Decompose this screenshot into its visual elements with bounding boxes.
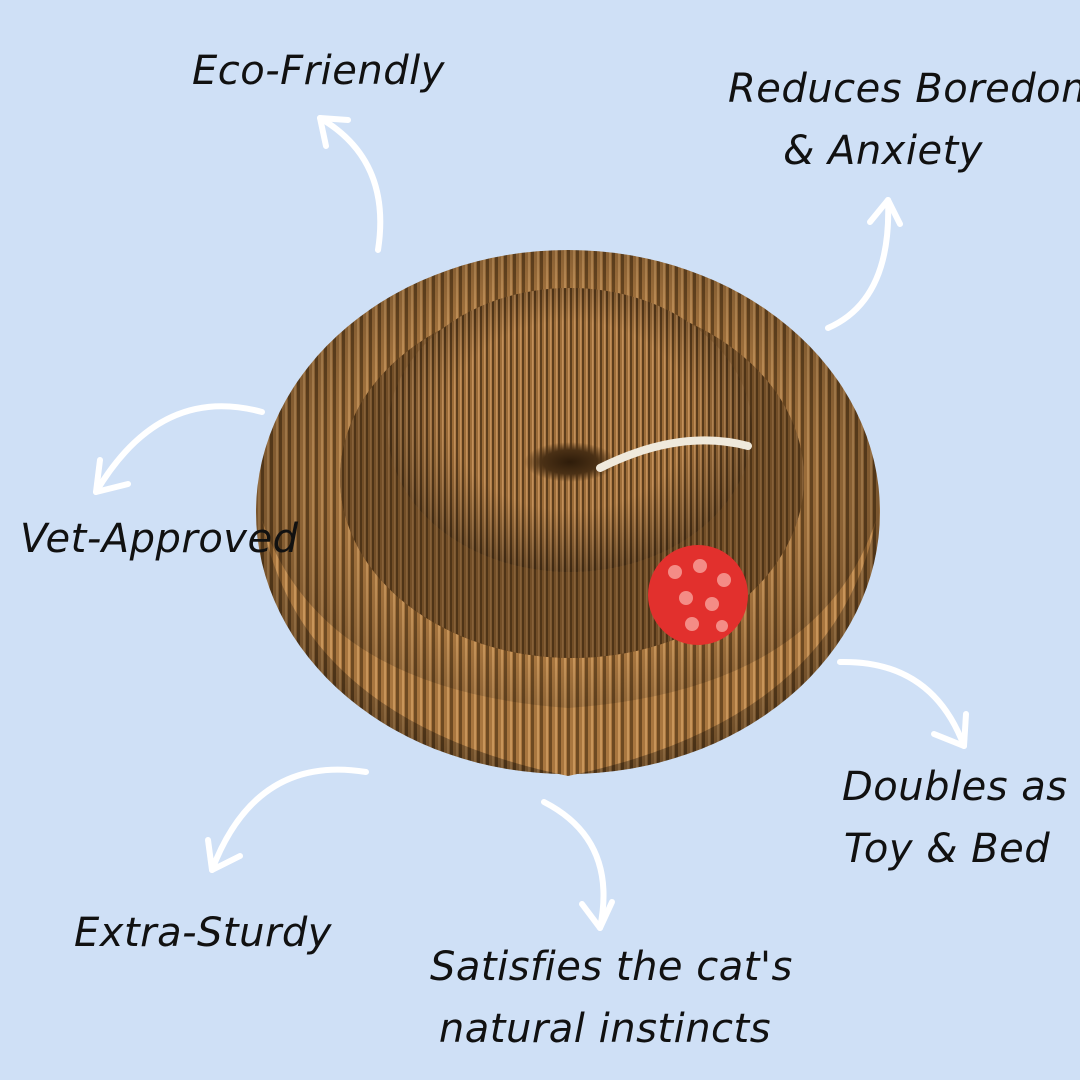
- feature-doubles-line1: Doubles as: [842, 764, 1068, 810]
- feature-eco-friendly-text: Eco-Friendly: [192, 48, 445, 94]
- feature-satisfies: Satisfies the cat's natural instincts: [430, 936, 793, 1060]
- feature-vet-approved: Vet-Approved: [20, 508, 298, 570]
- feature-reduces-boredom: Reduces Boredom & Anxiety: [728, 58, 1080, 182]
- arrow-reduces-boredom-icon: [825, 197, 903, 331]
- arrow-doubles-icon: [837, 658, 969, 749]
- feature-eco-friendly: Eco-Friendly: [192, 40, 445, 102]
- feature-vet-approved-text: Vet-Approved: [20, 516, 299, 562]
- scratcher-inner-donut: [388, 288, 752, 572]
- scratcher-front-rim: [262, 520, 876, 776]
- feature-reduces-boredom-line2: & Anxiety: [783, 128, 983, 174]
- red-ball-toy: [648, 545, 748, 645]
- feature-satisfies-line2: natural instincts: [438, 1006, 772, 1052]
- feature-doubles-line2: Toy & Bed: [843, 826, 1051, 872]
- arrow-extra-sturdy-icon: [205, 766, 369, 873]
- arrow-satisfies-icon: [541, 799, 615, 931]
- feature-reduces-boredom-line1: Reduces Boredom: [728, 66, 1080, 112]
- feature-extra-sturdy: Extra-Sturdy: [74, 902, 332, 964]
- arrow-vet-approved-icon: [93, 403, 265, 495]
- feature-satisfies-line1: Satisfies the cat's: [430, 944, 793, 990]
- feature-doubles: Doubles as Toy & Bed: [842, 756, 1068, 880]
- feature-extra-sturdy-text: Extra-Sturdy: [74, 910, 332, 956]
- arrow-eco-friendly-icon: [317, 115, 384, 253]
